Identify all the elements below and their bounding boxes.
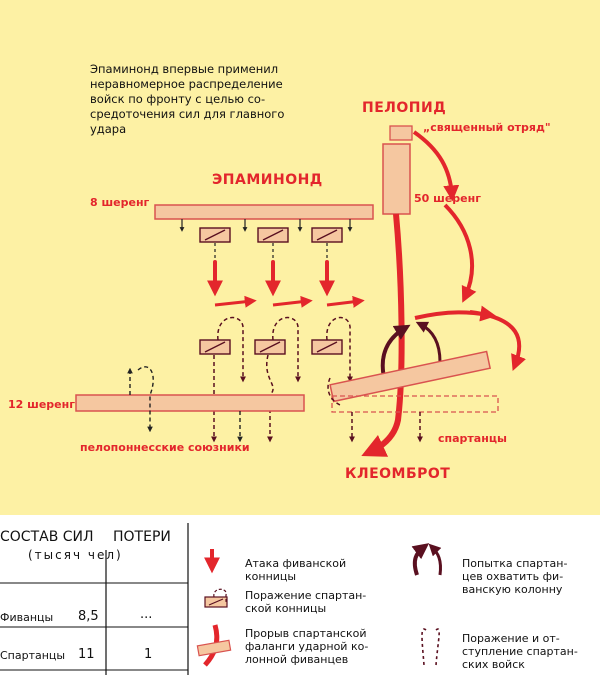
label-12-ranks: 12 шеренг [8, 398, 75, 411]
table-units: (тысяч чел) [28, 548, 123, 562]
legend-encircle: Попытка спартан- цев охватить фи- ванску… [462, 557, 568, 596]
legend-theban-cavalry: Атака фиванской конницы [245, 557, 347, 583]
spartan-phalanx [329, 350, 499, 413]
table-spartan-name: Спартанцы [0, 649, 66, 662]
table-spartan-force: 11 [78, 647, 95, 662]
sacred-band-sweep [443, 203, 477, 303]
label-allies: пелопоннесские союзники [80, 441, 250, 454]
spartan-encircle-right [415, 321, 442, 363]
legend-retreat: Поражение и от- ступление спартан- ских … [462, 632, 578, 671]
table-spartan-loss: 1 [144, 647, 153, 662]
allies-line [75, 394, 305, 412]
legend-panel: СОСТАВ СИЛ ПОТЕРИ (тысяч чел) Фиванцы 8,… [0, 515, 600, 675]
legend-retreat-icon [421, 628, 440, 666]
theban-flank-curve [469, 310, 526, 371]
legend-drawing [0, 523, 442, 675]
theban-cavalry [199, 227, 343, 243]
theban-column [382, 143, 411, 215]
spartan-cavalry [199, 339, 343, 355]
legend-spartan-cavalry-defeat: Поражение спартан- ской конницы [245, 589, 367, 615]
theban-cavalry-attack-arrows [207, 260, 335, 297]
legend-breakthrough-icon [196, 624, 232, 667]
sacred-band-attack [412, 130, 460, 202]
label-spartans: спартанцы [438, 432, 507, 445]
label-epaminond: ЭПАМИНОНД [212, 172, 323, 188]
table-header-losses: ПОТЕРИ [113, 529, 171, 545]
battle-note: Эпаминонд впервые применил неравномерное… [90, 62, 285, 136]
legend-breakthrough: Прорыв спартанской фаланги ударной ко- л… [245, 627, 369, 666]
breakthrough-arrow [361, 213, 405, 457]
table-theban-force: 8,5 [78, 609, 99, 624]
label-sacred-band: „священный отряд" [423, 121, 551, 134]
table-theban-name: Фиванцы [0, 611, 54, 624]
table-header-forces: СОСТАВ СИЛ [0, 529, 94, 545]
battle-map: Эпаминонд впервые применил неравномерное… [0, 0, 600, 515]
battle-map-drawing [75, 125, 526, 457]
label-8-ranks: 8 шеренг [90, 196, 150, 209]
legend-encircle-icon [411, 543, 442, 576]
sacred-band [389, 125, 413, 141]
theban-line [154, 204, 374, 220]
label-kleombrot: КЛЕОМБРОТ [345, 466, 451, 482]
spartan-retreat-arrows [327, 377, 423, 443]
legend-cav-defeat-icon [204, 588, 228, 608]
label-50-ranks: 50 шеренг [414, 192, 481, 205]
table-theban-loss: ... [140, 607, 153, 622]
label-pelopid: ПЕЛОПИД [362, 100, 447, 116]
